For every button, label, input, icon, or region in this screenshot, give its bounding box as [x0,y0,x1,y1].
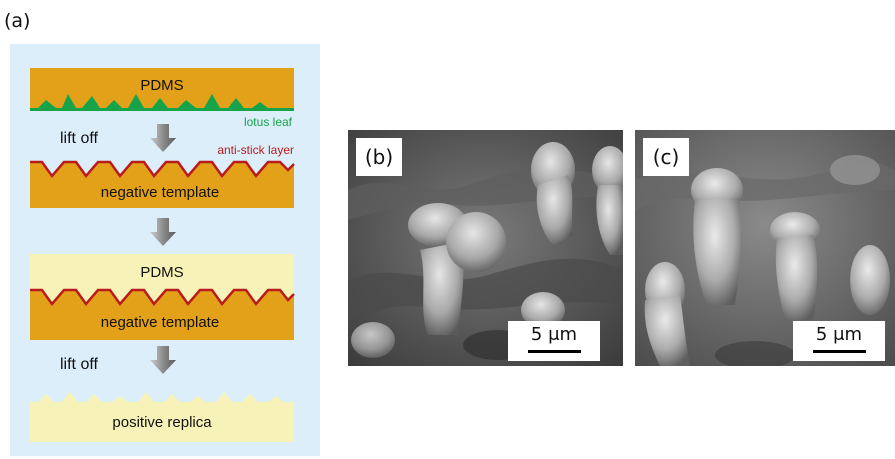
lotus-leaf-surface [30,108,294,111]
lift-off-label-2: lift off [60,356,99,373]
lotus-leaf-microstructure [30,94,294,111]
scale-bar-c-line [813,350,866,353]
positive-replica [30,392,294,442]
scale-bar-b-line [528,350,581,353]
anti-stick-layer-label: anti-stick layer [217,143,294,157]
lotus-leaf-label: lotus leaf [244,115,293,129]
panel-b-label: (b) [356,138,402,176]
scale-bar-c-text: 5 μm [815,324,863,345]
anti-stick-layer-2 [30,288,295,307]
negative-template-1 [30,162,294,208]
scale-bar-b: 5 μm [508,321,600,361]
pdms-label-mid: PDMS [140,264,183,281]
arrow-down-icon [150,218,176,246]
negative-template-label-1: negative template [101,184,219,201]
pdms-label-top: PDMS [140,77,183,94]
fabrication-schematic: PDMS lotus leaf lift off anti-stick laye… [10,44,320,456]
positive-replica-label: positive replica [112,414,212,431]
anti-stick-layer-1 [30,160,295,179]
schematic-background [10,44,320,456]
lift-off-label-1: lift off [60,130,99,147]
arrow-down-icon [150,346,176,374]
arrow-down-icon [150,124,176,152]
sem-micrograph-b [348,130,623,366]
sem-image-b: (b) 5 μm [348,130,623,366]
scale-bar-b-text: 5 μm [530,324,578,345]
sem-image-c: (c) 5 μm [635,130,895,366]
scale-bar-c: 5 μm [793,321,885,361]
panel-c-label: (c) [643,138,689,176]
negative-template-label-2: negative template [101,314,219,331]
panel-a-label: (a) [4,10,31,32]
